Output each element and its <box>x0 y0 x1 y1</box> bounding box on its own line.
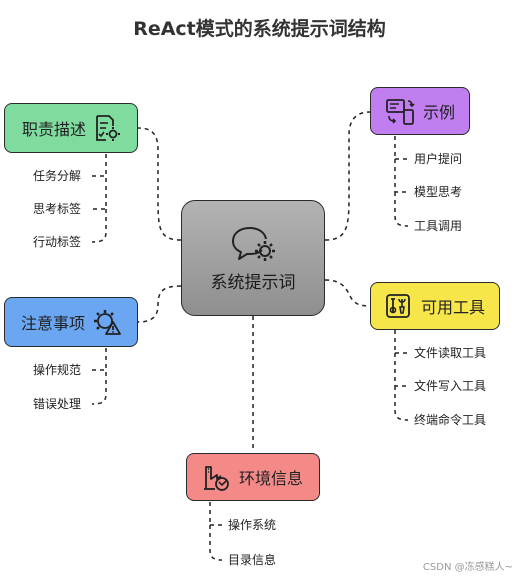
node-notes-label: 注意事项 <box>20 314 85 333</box>
toolbox-icon <box>385 293 411 319</box>
duties-item-0: 任务分解 <box>33 169 82 183</box>
central-node: 系统提示词 <box>181 200 325 316</box>
examples-item-2: 工具调用 <box>414 219 463 233</box>
chat-gear-icon <box>230 224 276 264</box>
node-duties: 职责描述 <box>4 103 138 153</box>
notes-item-1: 错误处理 <box>33 397 82 411</box>
duties-item-1: 思考标签 <box>33 202 82 216</box>
document-gear-icon <box>94 114 120 142</box>
node-env-label: 环境信息 <box>238 469 303 488</box>
tools-item-1: 文件写入工具 <box>414 379 487 393</box>
footer-credit: CSDN @冻感糕人~ <box>422 562 513 573</box>
node-tools: 可用工具 <box>370 282 500 330</box>
tools-item-2: 终端命令工具 <box>414 413 487 427</box>
duties-item-2: 行动标签 <box>33 235 82 249</box>
tools-item-0: 文件读取工具 <box>414 346 487 360</box>
examples-item-0: 用户提问 <box>414 152 463 166</box>
node-examples-label: 示例 <box>422 103 455 122</box>
factory-refresh-icon <box>203 463 231 491</box>
node-examples: 示例 <box>370 87 470 135</box>
page-title: ReAct模式的系统提示词结构 <box>133 18 386 40</box>
node-notes: 注意事项 <box>4 297 138 347</box>
node-env: 环境信息 <box>186 453 320 501</box>
node-tools-label: 可用工具 <box>420 298 485 317</box>
notes-item-0: 操作规范 <box>33 363 82 377</box>
node-duties-label: 职责描述 <box>21 120 86 139</box>
central-label: 系统提示词 <box>210 272 296 293</box>
devices-sync-icon <box>385 97 415 125</box>
gear-warning-icon <box>93 308 121 336</box>
env-item-1: 目录信息 <box>228 553 277 567</box>
examples-item-1: 模型思考 <box>414 185 463 199</box>
env-item-0: 操作系统 <box>228 518 277 532</box>
